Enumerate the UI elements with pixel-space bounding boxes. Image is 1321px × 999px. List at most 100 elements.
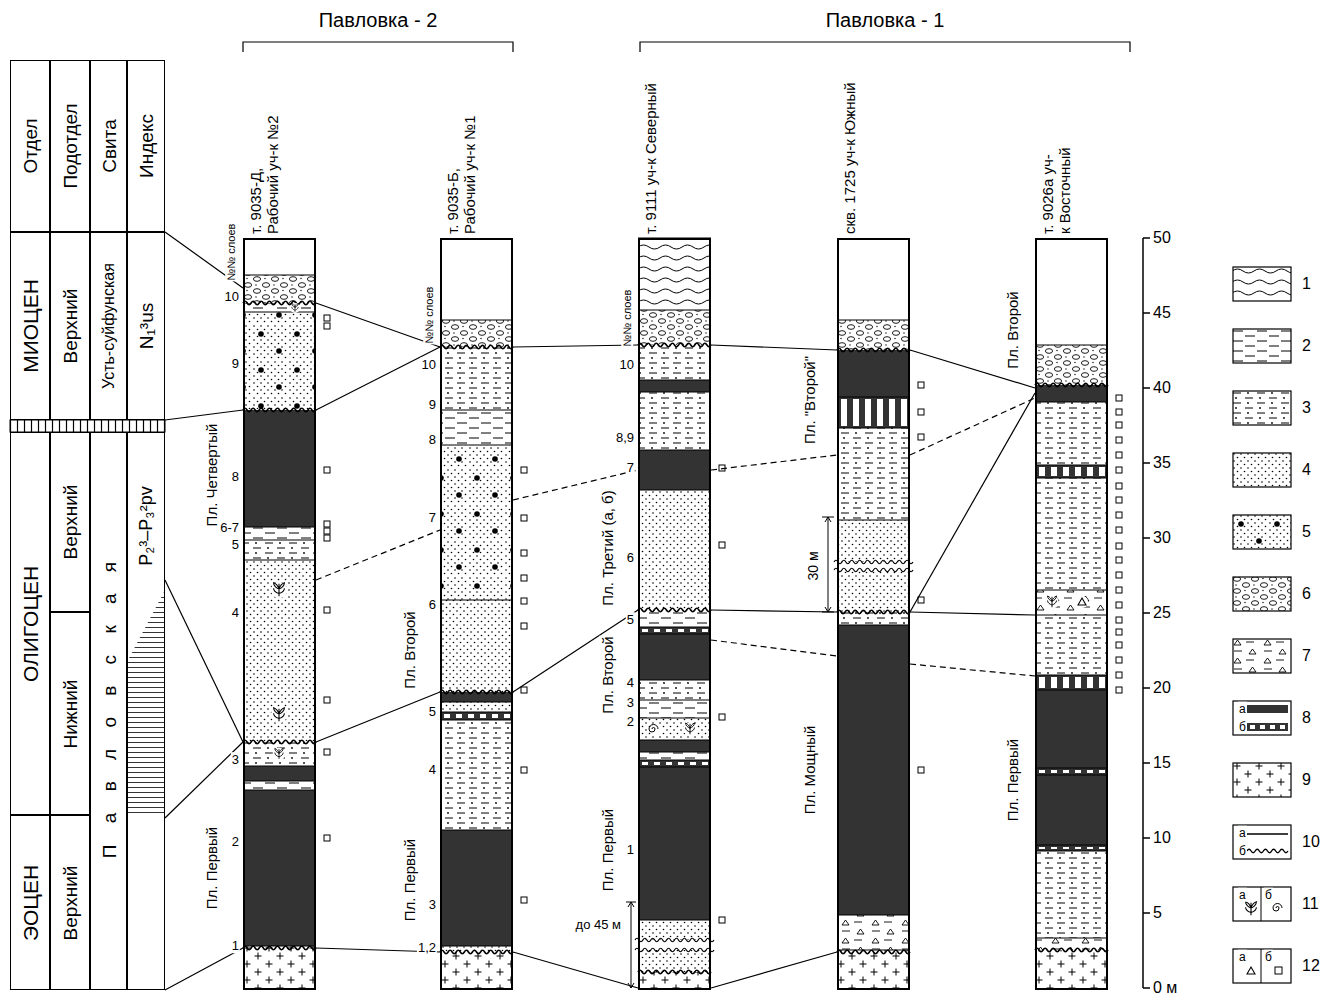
seam-label-holder: Пл. Первый xyxy=(1005,738,1021,822)
coal-parting xyxy=(504,714,510,718)
layer-column-caption-holder: №№ слоев xyxy=(424,286,436,345)
sample-mark xyxy=(1116,395,1122,401)
sample-mark xyxy=(918,597,924,603)
coal-parting xyxy=(666,629,672,632)
sample-mark xyxy=(1116,602,1122,608)
section-strata xyxy=(1035,345,1108,990)
legend-text-holder: 12 xyxy=(1302,958,1320,974)
table-cell: ЭОЦЕН xyxy=(10,815,50,990)
layer-number: 2 xyxy=(231,834,240,849)
stratum xyxy=(638,680,711,700)
stratum xyxy=(1035,768,1108,775)
scale-tick xyxy=(1143,687,1150,689)
contact-line xyxy=(243,781,316,782)
cell-text-holder: Нижний xyxy=(61,679,80,748)
legend-entry: 4 xyxy=(1232,452,1321,488)
thickness-label-holder: 30 м xyxy=(806,550,821,581)
coal-parting xyxy=(1087,467,1093,476)
stratum xyxy=(638,310,711,345)
coal-parting xyxy=(480,714,486,718)
sample-mark xyxy=(1116,587,1122,593)
coal-parting xyxy=(877,399,883,426)
stratum xyxy=(243,946,316,990)
stratum xyxy=(638,238,711,310)
layer-number: 6 xyxy=(428,597,437,612)
contact-line xyxy=(837,915,910,916)
sample-mark xyxy=(1116,437,1122,443)
stratum xyxy=(1035,675,1108,690)
stratum xyxy=(1035,851,1108,938)
scale-value-holder: 25 xyxy=(1152,605,1172,622)
stratum xyxy=(638,752,711,760)
sample-mark xyxy=(1116,422,1122,428)
legend-sublabel: а xyxy=(1238,950,1247,964)
layer-number: 2 xyxy=(626,714,635,729)
coal-parting xyxy=(841,399,847,426)
layer-number-holder: 10 xyxy=(224,290,240,304)
layer-number: 1,2 xyxy=(417,940,437,955)
contact-line xyxy=(243,312,316,313)
layer-column-caption: №№ слоев xyxy=(423,286,435,345)
scale-value-holder: 50 xyxy=(1152,230,1172,247)
scale-value: 25 xyxy=(1152,604,1172,621)
legend-sublabel-holder: б xyxy=(1264,889,1273,902)
legend-sublabel-holder: а xyxy=(1238,827,1247,840)
contact-line xyxy=(837,320,910,321)
legend-frame xyxy=(1233,329,1291,363)
sample-mark xyxy=(1116,527,1122,533)
cell-text: Подотдел xyxy=(60,103,81,188)
legend-number: 12 xyxy=(1302,957,1320,974)
plant-symbol xyxy=(686,723,695,734)
scale-tick xyxy=(1143,312,1150,314)
table-cell: ОЛИГОЦЕН xyxy=(10,432,50,815)
sample-mark xyxy=(324,528,330,534)
cell-text-holder: Свита xyxy=(99,119,118,172)
sample-mark xyxy=(918,767,924,773)
sample-mark xyxy=(1116,452,1122,458)
legend-entry: 8 xyxy=(1232,700,1321,736)
section-strata xyxy=(638,238,711,990)
section-strata xyxy=(440,320,513,990)
stratum xyxy=(440,720,513,830)
sample-mark xyxy=(521,687,527,693)
sample-mark xyxy=(324,749,330,755)
coal-parting xyxy=(654,629,660,632)
erosion-contact xyxy=(638,608,711,612)
legend-sublabel-holder: а xyxy=(1238,889,1247,902)
seam-label: Пл. Второй xyxy=(599,635,616,714)
plant-symbol xyxy=(1246,902,1257,916)
scale-value-holder: 35 xyxy=(1152,455,1172,472)
contact-line xyxy=(837,625,910,626)
table-cell: Верхний xyxy=(50,432,90,612)
erosion-contact xyxy=(440,690,513,694)
layer-number: 4 xyxy=(231,605,240,620)
locality-heading-holder: Павловка - 1 xyxy=(825,10,946,31)
contact-line xyxy=(1035,938,1108,939)
stratum xyxy=(837,625,910,915)
legend-text-holder: 4 xyxy=(1302,462,1311,478)
contact-line xyxy=(243,275,316,276)
layer-number-holder: 5 xyxy=(231,538,240,552)
contact-line xyxy=(1035,402,1108,403)
stratum xyxy=(1035,690,1108,768)
sample-mark xyxy=(1116,543,1122,549)
table-cell: Верхний xyxy=(50,815,90,990)
scale-tick xyxy=(1143,837,1150,839)
legend-number: 3 xyxy=(1302,399,1311,416)
correlation-line xyxy=(711,345,837,350)
erosion-contact xyxy=(243,301,316,305)
legend-number: 10 xyxy=(1302,833,1320,850)
seam-label-holder: Пл. Третий (а, б) xyxy=(600,489,616,606)
coal-parting xyxy=(456,714,462,718)
section-column: скв. 1725 уч-к Южный xyxy=(837,238,910,990)
correlation-line xyxy=(711,952,837,988)
layer-number-holder: 6 xyxy=(428,598,437,612)
legend-swatch xyxy=(1232,576,1292,612)
section-column: т. 9035-Д, Рабочий уч-к №2 xyxy=(243,238,316,990)
scale-tick xyxy=(1143,387,1150,389)
stratum xyxy=(1035,775,1108,845)
legend-entry: 2 xyxy=(1232,328,1321,364)
legend-number: 8 xyxy=(1302,709,1311,726)
contact-line xyxy=(440,712,513,713)
